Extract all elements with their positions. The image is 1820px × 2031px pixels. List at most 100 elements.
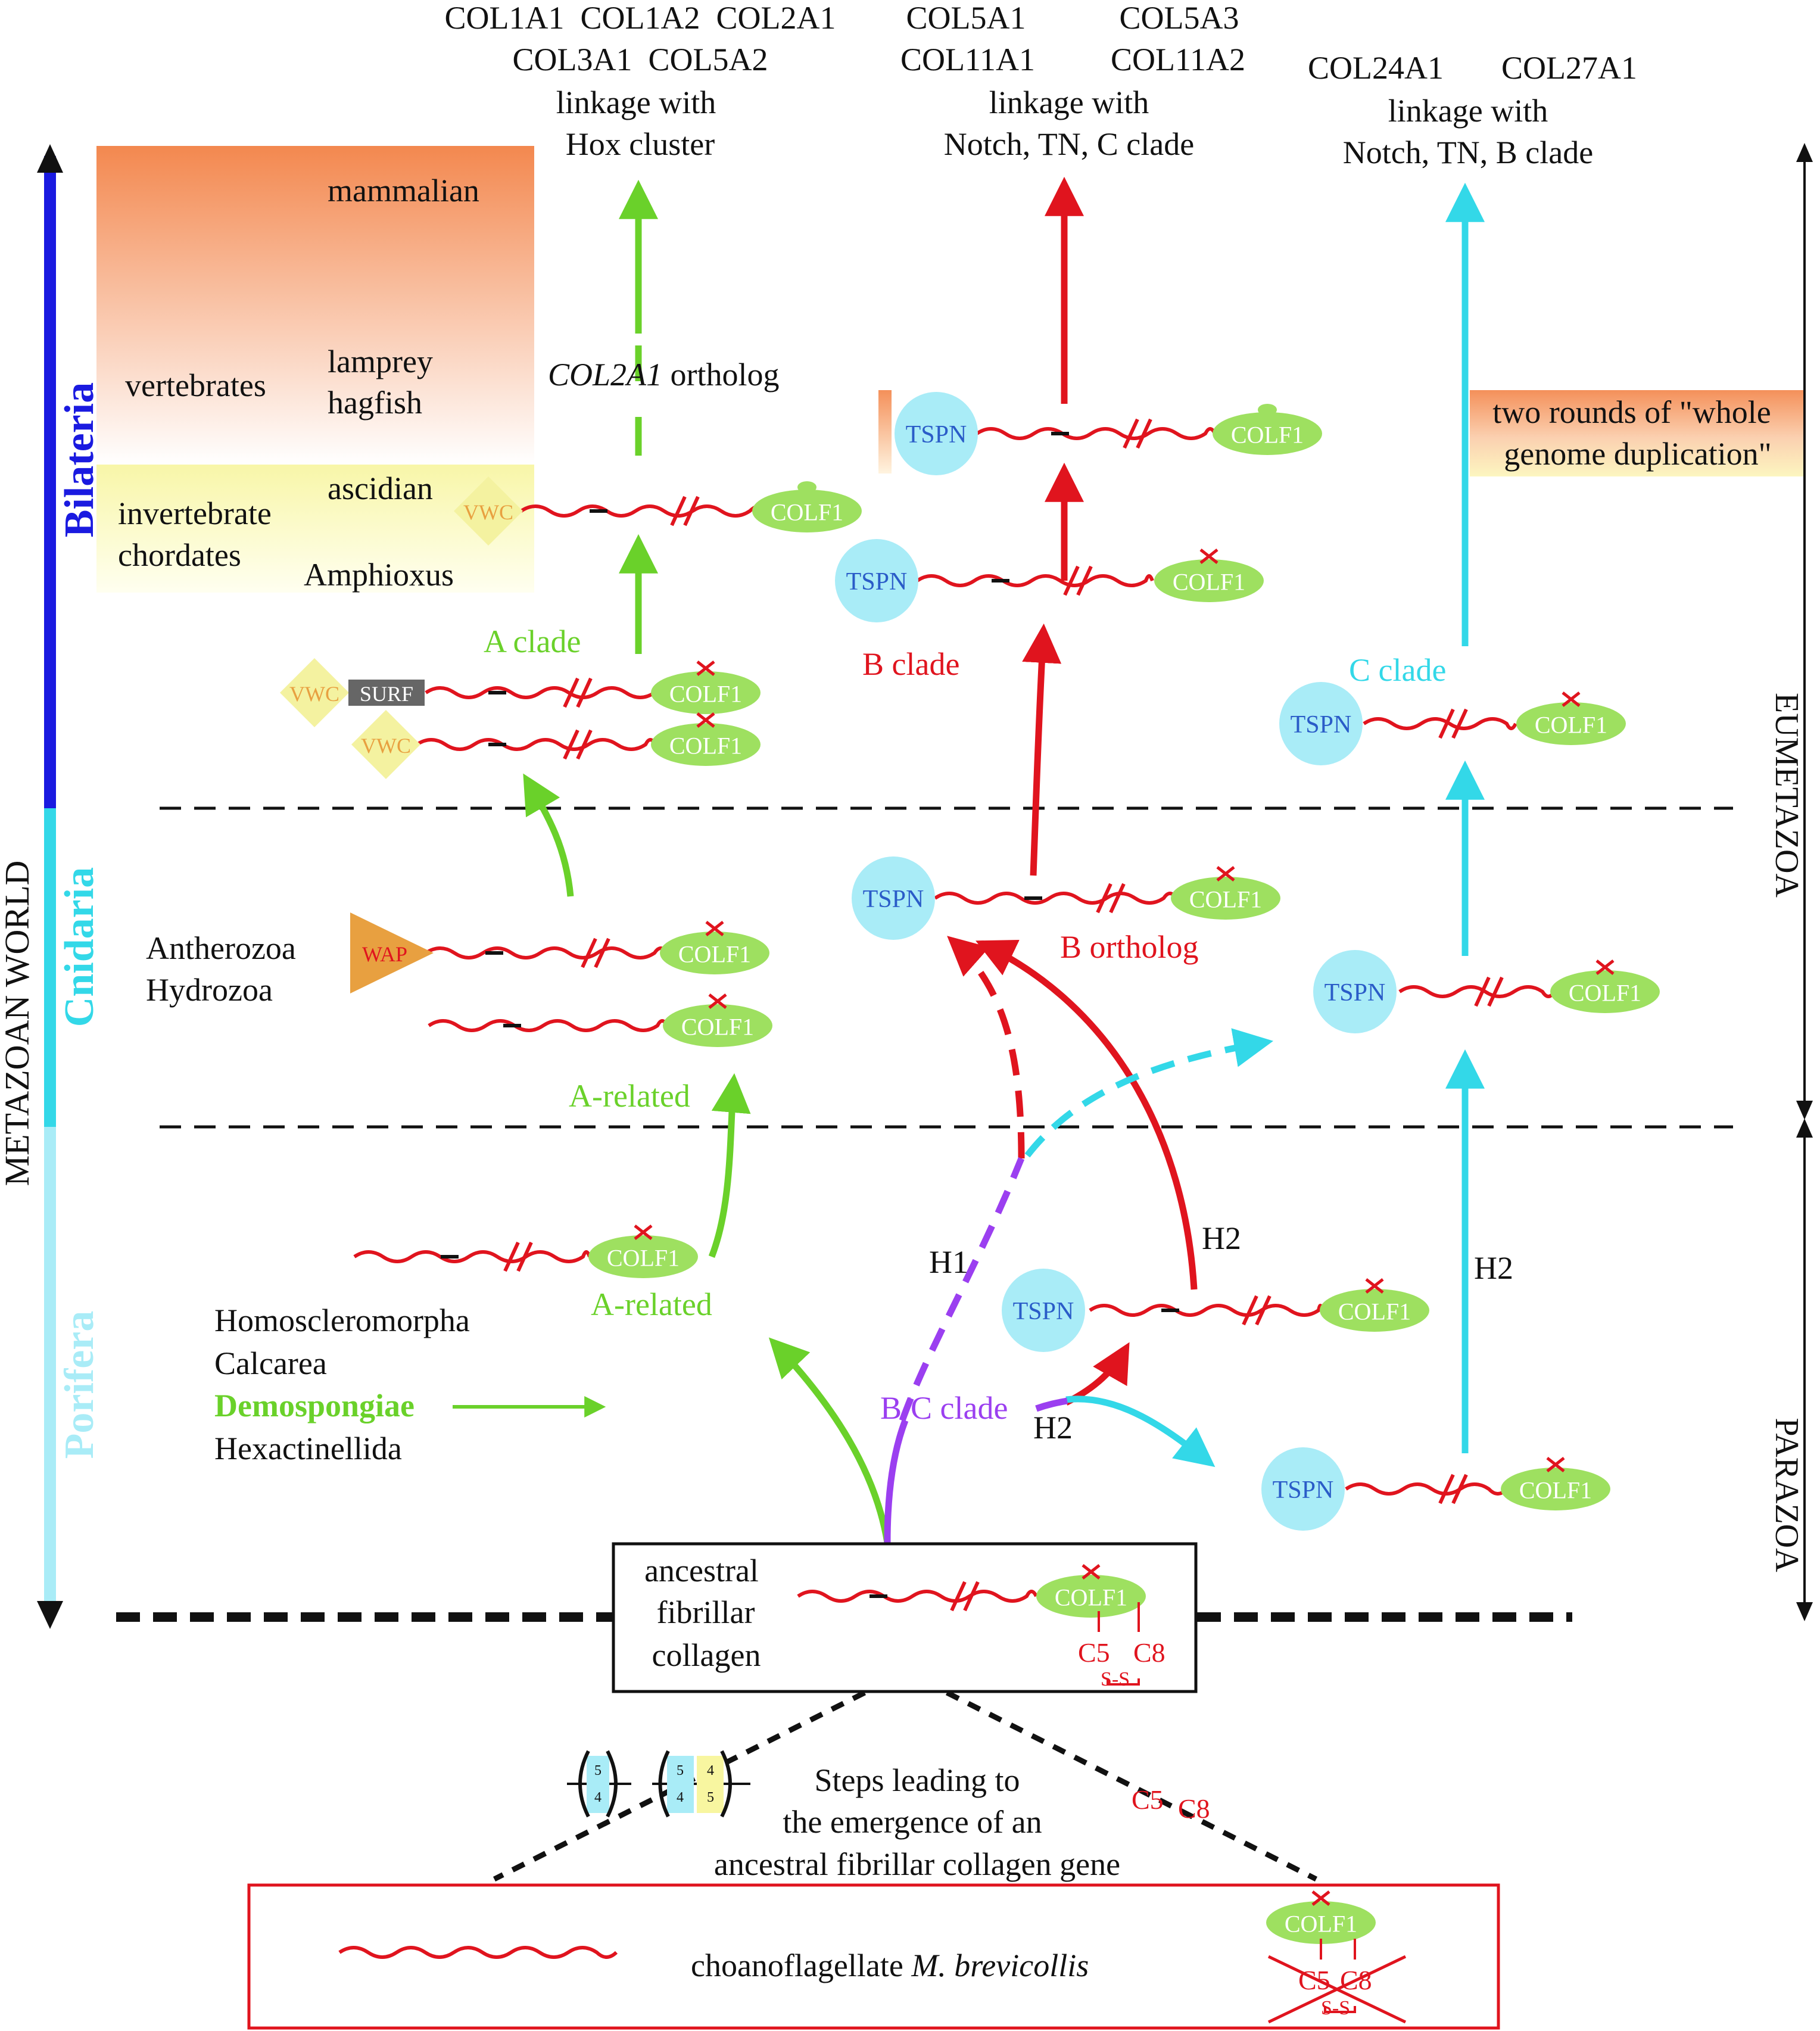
colf1-domain [1501, 1468, 1610, 1510]
choano-cross-out [1267, 1955, 1407, 2024]
taxon-antherozoa: Antherozoa [146, 930, 296, 966]
exon-3-phase-bottom: 5 [707, 1790, 714, 1805]
gene-cnidaria-plain: COLF1 [428, 993, 772, 1047]
taxon-vertebrates: vertebrates [125, 367, 266, 403]
taxon-chordates: chordates [118, 537, 241, 573]
colf1-label: COLF1 [678, 941, 751, 968]
colf1-label: COLF1 [669, 733, 742, 759]
exon-1-phase-top: 5 [594, 1763, 602, 1778]
colf1-domain [1213, 412, 1322, 455]
bc-red-arrow [1064, 1342, 1130, 1406]
bc-purple-h1-dashed [899, 1157, 1025, 1422]
colf1-domain [588, 1235, 698, 1278]
colf1-domain [1320, 1289, 1429, 1332]
vwc-domain [351, 710, 420, 779]
b-ortholog-arrow [1022, 623, 1062, 876]
c-h1-dashed-arrow [1024, 1028, 1274, 1158]
steps-dotted-lines [493, 1690, 1318, 1882]
axis-arrowhead-down [37, 1601, 63, 1629]
triple-helix-wave [520, 504, 770, 518]
tspn-domain [1279, 682, 1363, 765]
a-linkage-line1: linkage with [556, 85, 716, 120]
h1-label: H1 [929, 1244, 968, 1280]
colf1-domain [1036, 1575, 1146, 1618]
tspn-label: TSPN [1291, 711, 1352, 739]
exon-2-phase-top: 5 [677, 1763, 684, 1778]
gene-cnidaria-wap: WAP COLF1 [350, 912, 769, 993]
colf1-label: COLF1 [1055, 1584, 1127, 1611]
a-genes-line1: COL1A1 COL1A2 COL2A1 [445, 0, 836, 36]
exon-phase-diagram-1: 5 4 [567, 1750, 631, 1818]
c-genes-col27a1: COL27A1 [1501, 50, 1637, 86]
b-genes-col11a2: COL11A2 [1111, 42, 1245, 77]
porifera-label: Porifera [57, 1311, 102, 1459]
exon-1-phase-bottom: 4 [594, 1790, 602, 1805]
vwc-label: VWC [361, 734, 411, 758]
h2-label-b: H2 [1202, 1220, 1241, 1256]
a-genes-line2: COL3A1 COL5A2 [513, 42, 768, 77]
b-ortholog-label: B ortholog [1060, 929, 1199, 965]
colf1-domain [1550, 970, 1660, 1013]
triple-helix-wave [1089, 1304, 1324, 1317]
gene-c-clade: TSPN COLF1 [1279, 682, 1626, 765]
col2a1-gene: COL2A1 [548, 357, 662, 393]
porifera-bar [44, 1127, 56, 1605]
cnidaria-label: Cnidaria [57, 867, 102, 1027]
colf1-domain [651, 723, 761, 766]
ancestral-label-1: ancestral [644, 1553, 759, 1588]
bc-purple-h2 [1035, 1397, 1068, 1412]
b-clade-label: B clade [862, 646, 959, 682]
steps-c8: C8 [1178, 1793, 1210, 1824]
b-genes-col11a1: COL11A1 [900, 42, 1035, 77]
choanoflagellate-prefix: choanoflagellate [691, 1948, 911, 1983]
b-linkage-line1: linkage with [989, 85, 1149, 120]
wgd-label-line1: two rounds of "whole [1492, 394, 1771, 430]
green-root-arrow [768, 1337, 891, 1543]
gene-choanoflagellate: COLF1 [338, 1890, 1376, 1959]
colf1-label: COLF1 [1569, 980, 1641, 1007]
small-gradient-bar [878, 390, 892, 474]
eumetazoa-label: EUMETAZOA [1768, 693, 1805, 898]
triple-helix-wave [1345, 1482, 1509, 1496]
colf1-label: COLF1 [1535, 712, 1607, 739]
taxon-ascidian: ascidian [328, 471, 433, 506]
steps-line-2: the emergence of an [783, 1804, 1042, 1840]
c-clade-label: C clade [1349, 652, 1446, 688]
gene-porifera-a: COLF1 [353, 1225, 698, 1278]
gene-a-clade-vwc: VWC COLF1 [351, 710, 761, 779]
b-genes-col5a3: COL5A3 [1120, 0, 1239, 36]
h2-label-bc: H2 [1033, 1410, 1073, 1446]
colf1-domain [1516, 702, 1626, 745]
parazoa-label: PARAZOA [1768, 1418, 1805, 1572]
taxon-homoscleromorpha: Homoscleromorpha [214, 1303, 470, 1338]
colf1-domain [1171, 877, 1280, 920]
a-related-arrow [708, 1073, 751, 1258]
choanoflagellate-box [247, 1883, 1500, 2030]
choanoflagellate-label: choanoflagellate M. brevicollis [691, 1948, 1089, 1983]
steps-line-1: Steps leading to [815, 1762, 1020, 1798]
triple-helix-wave [934, 892, 1178, 905]
bc-clade-label: B/C clade [880, 1390, 1008, 1426]
tspn-domain [852, 856, 935, 940]
ancestral-c5: C5 [1078, 1637, 1110, 1668]
ancestral-c8: C8 [1133, 1637, 1165, 1668]
colf1-label: COLF1 [1519, 1477, 1592, 1504]
ancestral-label-3: collagen [652, 1637, 761, 1673]
col2a1-ortholog-label: COL2A1 ortholog [548, 357, 780, 393]
surf-label: SURF [360, 682, 413, 706]
taxon-calcarea: Calcarea [214, 1345, 327, 1381]
exon-3-phase-top: 4 [707, 1763, 714, 1778]
taxon-hagfish: hagfish [328, 385, 422, 420]
tspn-label: TSPN [1325, 979, 1386, 1007]
wap-label: WAP [362, 942, 407, 966]
right-axis [1796, 143, 1813, 1621]
choano-ss: S-S [1321, 1997, 1350, 2019]
ancestral-ss: S-S [1101, 1668, 1130, 1690]
colf1-label: COLF1 [771, 499, 843, 526]
